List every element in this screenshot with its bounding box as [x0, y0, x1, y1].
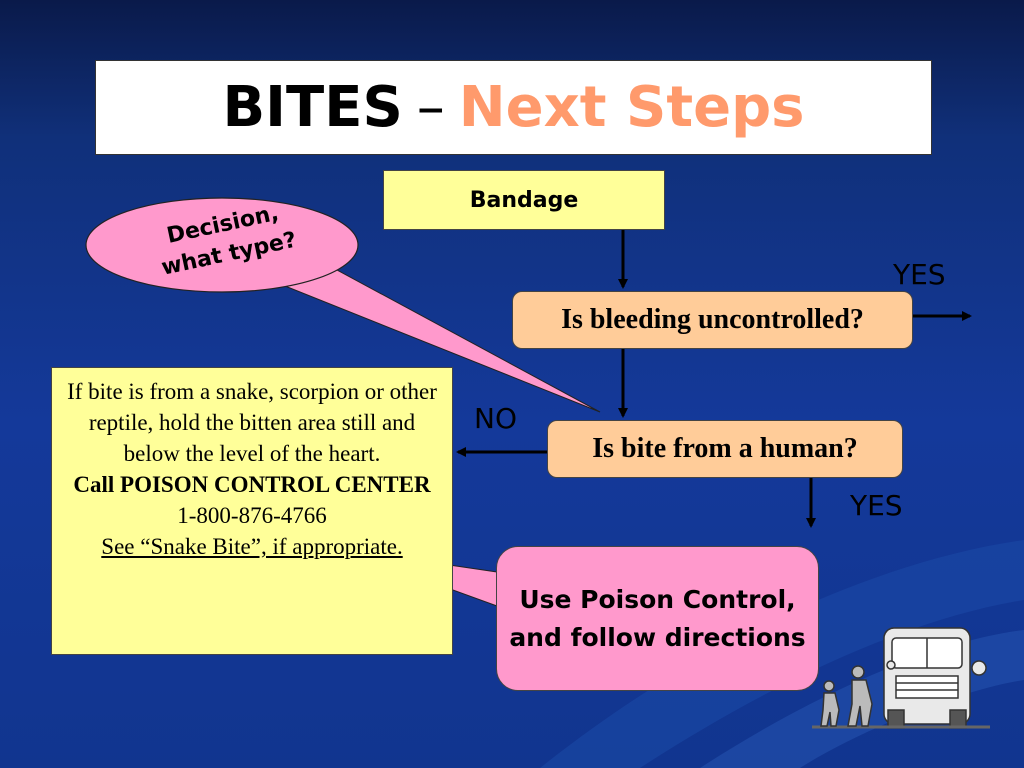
yes-label-bleeding: YES: [893, 258, 946, 291]
school-bus-with-children-icon: [812, 627, 990, 729]
human-question-box: Is bite from a human?: [547, 420, 903, 478]
poison-control-action-box: Use Poison Control, and follow direction…: [496, 546, 819, 691]
see-snake-bite-link[interactable]: See “Snake Bite”, if appropriate.: [101, 534, 403, 559]
no-label-human: NO: [474, 402, 517, 435]
title-accent: Next Steps: [458, 75, 805, 140]
poison-control-phone: 1-800-876-4766: [177, 503, 327, 528]
instructions-call: Call POISON CONTROL CENTER: [73, 472, 431, 497]
title-main: BITES: [222, 75, 403, 140]
yes-label-human: YES: [850, 489, 903, 522]
bandage-box: Bandage: [383, 170, 665, 230]
decision-callout-shape: [85, 197, 601, 413]
instructions-body: If bite is from a snake, scorpion or oth…: [67, 379, 437, 466]
title-box: BITES – Next Steps: [95, 60, 932, 155]
bleeding-question-box: Is bleeding uncontrolled?: [512, 291, 913, 349]
title-separator: –: [416, 75, 445, 140]
snake-bite-instructions-box: If bite is from a snake, scorpion or oth…: [51, 367, 453, 655]
